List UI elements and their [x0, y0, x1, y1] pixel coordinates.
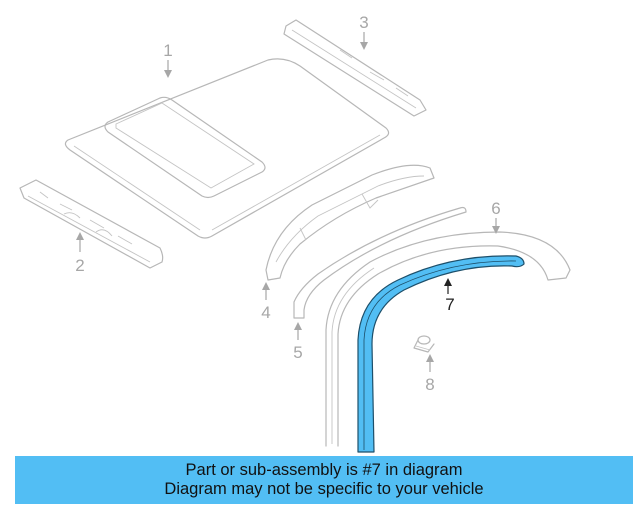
part-4-side-rail[interactable]: [265, 164, 435, 281]
svg-text:8: 8: [425, 375, 434, 394]
banner-line-1: Part or sub-assembly is #7 in diagram: [185, 461, 463, 479]
svg-text:7: 7: [445, 295, 454, 314]
callout-3: 3: [359, 13, 369, 50]
callout-1: 1: [163, 41, 173, 78]
callout-5: 5: [293, 322, 303, 362]
callout-4: 4: [261, 282, 271, 322]
svg-text:2: 2: [75, 256, 84, 275]
svg-text:3: 3: [359, 13, 368, 32]
part-7-weatherstrip[interactable]: [357, 255, 525, 453]
info-banner: Part or sub-assembly is #7 in diagram Di…: [15, 456, 633, 504]
part-8-clip[interactable]: [413, 335, 435, 353]
part-3-rear-header[interactable]: [283, 19, 427, 117]
svg-text:4: 4: [261, 303, 270, 322]
callout-8: 8: [425, 354, 435, 394]
callout-2: 2: [75, 232, 85, 275]
callout-7: 7: [444, 278, 455, 314]
svg-text:5: 5: [293, 343, 302, 362]
part-5-drip-molding[interactable]: [293, 206, 467, 319]
callout-6: 6: [491, 199, 501, 234]
svg-text:1: 1: [163, 41, 172, 60]
svg-text:6: 6: [491, 199, 500, 218]
part-1-roof-panel[interactable]: [64, 58, 390, 239]
part-2-front-header[interactable]: [19, 179, 164, 269]
part-6-door-frame[interactable]: [325, 231, 571, 447]
banner-line-2: Diagram may not be specific to your vehi…: [164, 480, 484, 498]
